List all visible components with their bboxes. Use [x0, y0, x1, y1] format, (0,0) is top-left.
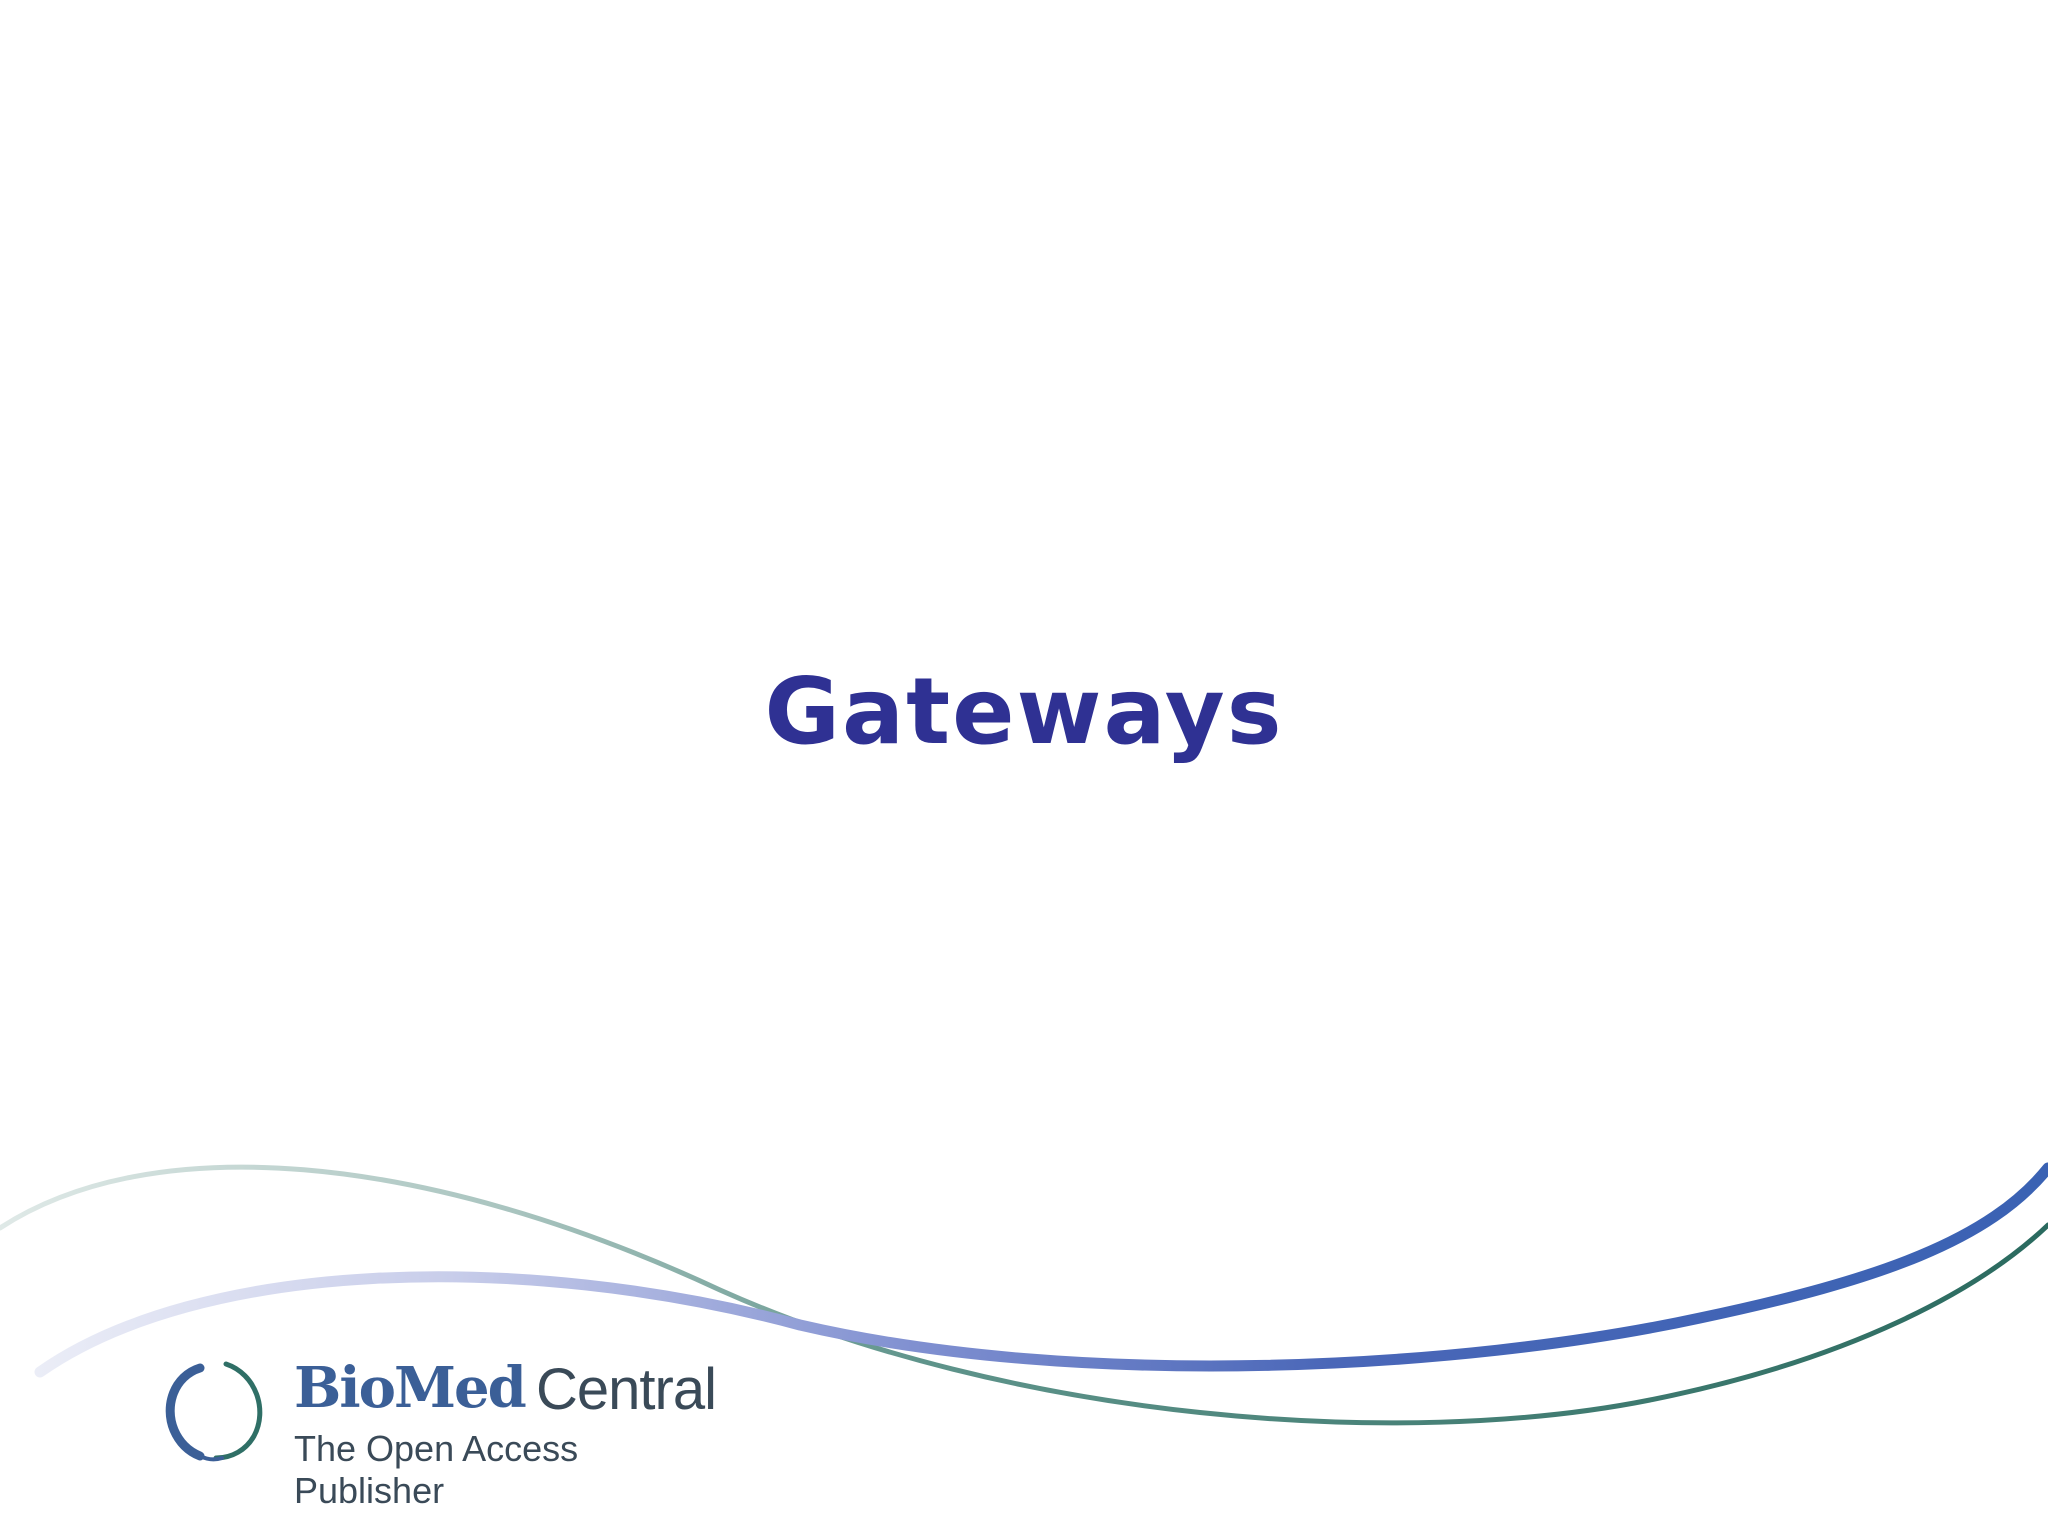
- blue-swoosh: [34, 1162, 2048, 1378]
- teal-swoosh: [0, 1164, 2048, 1426]
- logo-ring-icon: [165, 1361, 263, 1462]
- logo-brand-biomed: BioMed: [294, 1355, 527, 1421]
- logo-tagline: The Open Access Publisher: [294, 1428, 579, 1511]
- biomed-central-logo: BioMed Central The Open Access Publisher: [160, 1354, 720, 1511]
- slide-title: Gateways: [764, 658, 1284, 765]
- logo-brand-central: Central: [536, 1357, 717, 1422]
